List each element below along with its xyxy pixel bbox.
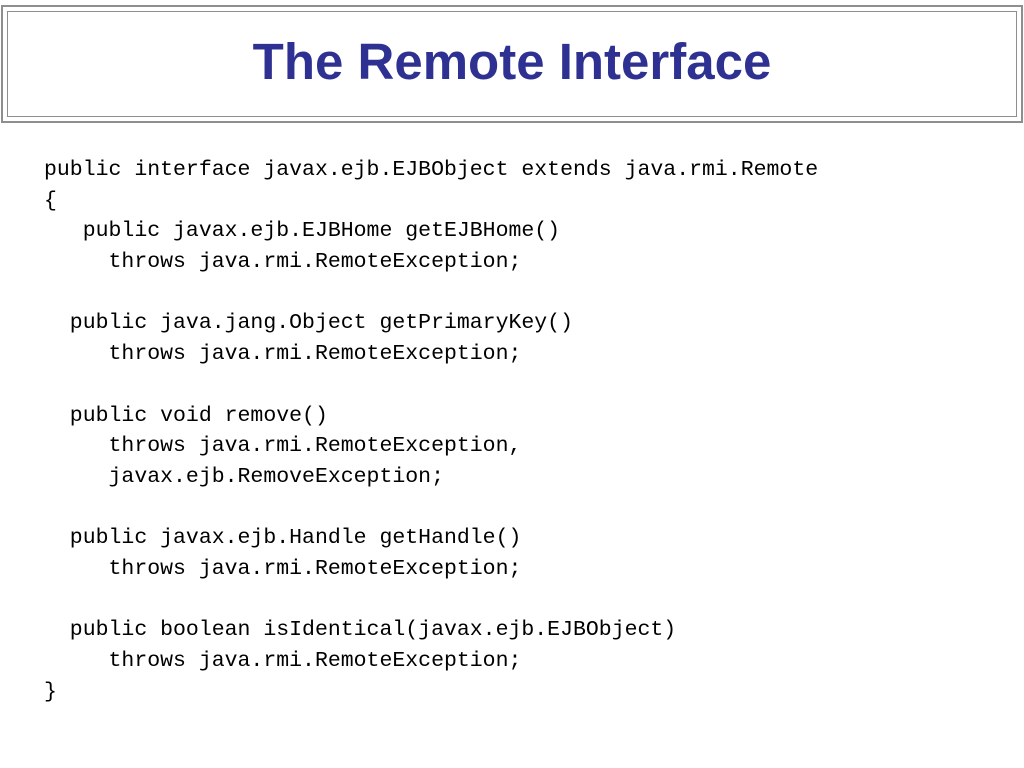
slide-title: The Remote Interface	[252, 32, 772, 90]
code-line: public javax.ejb.EJBHome getEJBHome()	[44, 219, 561, 244]
title-frame-inner: The Remote Interface	[7, 11, 1017, 117]
code-line: throws java.rmi.RemoteException;	[44, 342, 522, 367]
code-line: throws java.rmi.RemoteException;	[44, 649, 522, 673]
code-line	[44, 370, 818, 401]
code-line: public boolean isIdentical(javax.ejb.EJB…	[44, 618, 677, 643]
code-block: public interface javax.ejb.EJBObject ext…	[44, 155, 818, 707]
code-line: public void remove()	[44, 403, 328, 428]
code-line: throws java.rmi.RemoteException,	[44, 434, 522, 459]
code-line: public javax.ejb.Handle getHandle()	[44, 526, 522, 551]
code-line: }	[44, 679, 57, 704]
code-line	[44, 585, 818, 616]
title-frame: The Remote Interface	[1, 5, 1023, 123]
code-line: throws java.rmi.RemoteException;	[44, 556, 522, 581]
code-line: public interface javax.ejb.EJBObject ext…	[44, 158, 819, 182]
code-line: javax.ejb.RemoveException;	[44, 464, 444, 489]
code-line: {	[44, 188, 57, 213]
code-line: public java.jang.Object getPrimaryKey()	[44, 311, 573, 336]
code-line	[44, 493, 818, 524]
code-line	[44, 278, 818, 309]
code-line: throws java.rmi.RemoteException;	[44, 250, 522, 275]
